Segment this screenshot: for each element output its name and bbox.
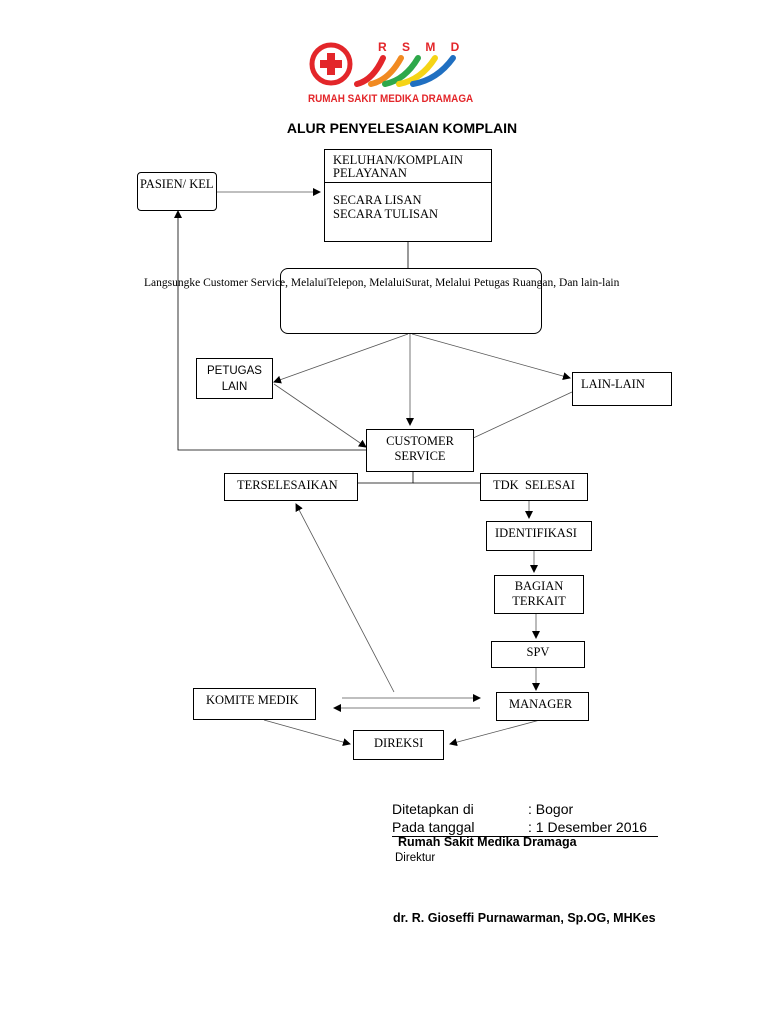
node-tdk-selesai: TDK SELESAI [480,473,588,501]
keluhan-line2: PELAYANAN [333,166,407,180]
channels-text: Langsungke Customer Service, MelaluiTele… [144,277,620,289]
petugas-line1: PETUGAS [207,365,262,377]
node-pasien-label: PASIEN/ KEL [140,177,214,191]
logo-letters: R S M D [378,40,466,54]
node-komite-medik: KOMITE MEDIK [193,688,316,720]
signer-org: Rumah Sakit Medika Dramaga [398,835,577,849]
node-customer-service: CUSTOMER SERVICE [366,429,474,472]
node-spv: SPV [491,641,585,668]
signer-role: Direktur [395,852,436,864]
node-lain-lain: LAIN-LAIN [572,372,672,406]
keluhan-lisan: SECARA LISAN [333,193,422,207]
logo-name: RUMAH SAKIT MEDIKA DRAMAGA [308,93,474,105]
petugas-line2: LAIN [221,381,248,393]
manager-label: MANAGER [509,697,573,711]
ditetapkan-label: Ditetapkan di [392,801,474,817]
bagian-line2: TERKAIT [512,594,566,608]
node-terselesaikan: TERSELESAIKAN [224,473,358,501]
komite-label: KOMITE MEDIK [206,693,299,707]
spv-label: SPV [526,645,550,659]
keluhan-tulisan: SECARA TULISAN [333,207,438,221]
keluhan-header: KELUHAN/KOMPLAIN PELAYANAN [325,150,491,183]
signatory-name: dr. R. Gioseffi Purnawarman, Sp.OG, MHKe… [393,911,656,925]
tanggal-row [392,819,658,837]
node-petugas-lain: PETUGAS LAIN [196,358,273,399]
keluhan-body: SECARA LISAN SECARA TULISAN [325,183,491,231]
tdk-selesai-label: TDK SELESAI [493,478,575,492]
identifikasi-label: IDENTIFIKASI [495,526,577,540]
lain-lain-label: LAIN-LAIN [581,377,645,391]
tanggal-label: Pada tanggal [392,819,475,835]
bagian-line1: BAGIAN [514,579,564,593]
node-direksi: DIREKSI [353,730,444,760]
node-manager: MANAGER [496,692,589,721]
node-identifikasi: IDENTIFIKASI [486,521,592,551]
keluhan-line1: KELUHAN/KOMPLAIN [333,153,463,167]
red-cross-icon [309,42,456,87]
node-channels [280,268,542,334]
ditetapkan-value: : Bogor [528,801,574,817]
node-bagian-terkait: BAGIAN TERKAIT [494,575,584,614]
tanggal-value: : 1 Desember 2016 [528,819,648,835]
cs-line2: SERVICE [394,449,446,463]
terselesaikan-label: TERSELESAIKAN [237,478,338,492]
node-keluhan: KELUHAN/KOMPLAIN PELAYANAN SECARA LISAN … [324,149,492,242]
cs-line1: CUSTOMER [386,434,454,448]
hospital-logo [305,40,465,110]
direksi-label: DIREKSI [374,736,424,750]
node-pasien: PASIEN/ KEL [137,172,217,211]
page-title: ALUR PENYELESAIAN KOMPLAIN [286,120,518,136]
